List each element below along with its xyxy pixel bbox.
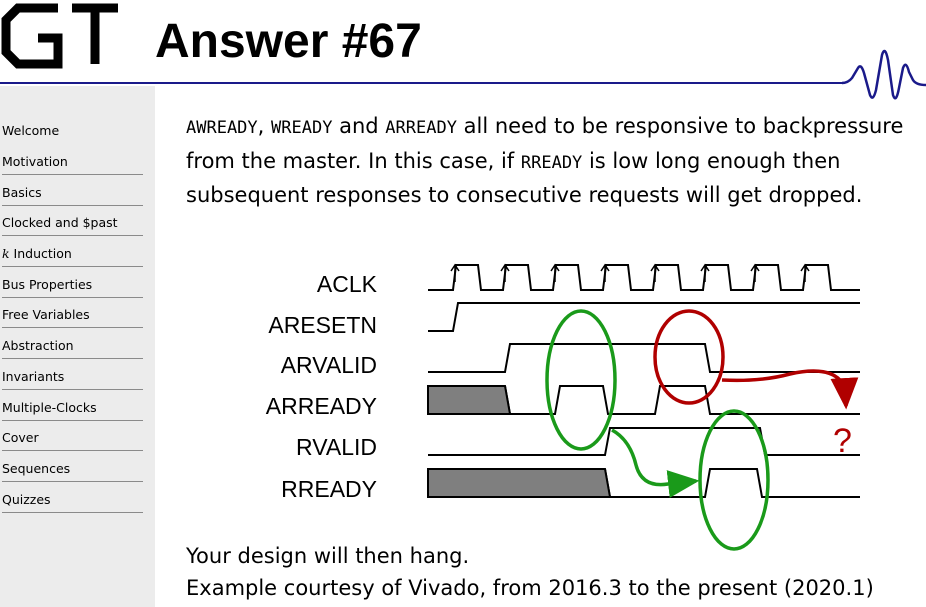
sidebar: Welcome Motivation Basics Clocked and $p…: [0, 86, 155, 607]
sidebar-item-abstraction[interactable]: Abstraction: [2, 329, 143, 359]
body-text: is low long enough then subsequent respo…: [186, 148, 863, 208]
body-text: ,: [257, 114, 272, 138]
sidebar-item-multiple-clocks[interactable]: Multiple-Clocks: [2, 391, 143, 421]
sidebar-item-invariants[interactable]: Invariants: [2, 360, 143, 390]
signal-label-arready: ARREADY: [266, 393, 377, 419]
sidebar-item-sequences[interactable]: Sequences: [2, 452, 143, 482]
rready-unknown-fill: [427, 468, 612, 498]
signal-label-arvalid: ARVALID: [281, 352, 377, 378]
aclk-waveform: [428, 264, 860, 291]
sidebar-item-cover[interactable]: Cover: [2, 421, 143, 451]
sidebar-item-quizzes[interactable]: Quizzes: [2, 483, 143, 513]
signal-label-rready: RREADY: [281, 476, 377, 502]
header-rule: [0, 49, 926, 100]
signal-awready: AWREADY: [186, 118, 258, 138]
rvalid-waveform: [428, 427, 860, 456]
body-text: and: [332, 114, 386, 138]
signal-label-aresetn: ARESETN: [268, 312, 377, 338]
arvalid-waveform: [428, 343, 860, 373]
footer-line-1: Your design will then hang.: [186, 544, 470, 568]
arready-waveform: [504, 385, 860, 415]
sidebar-item-motivation[interactable]: Motivation: [2, 145, 143, 175]
signal-label-aclk: ACLK: [317, 271, 378, 297]
footer-text: Your design will then hang. Example cour…: [186, 540, 874, 604]
rready-waveform: [604, 468, 860, 498]
green-ellipse-response: [698, 409, 770, 551]
signal-rready: RREADY: [520, 152, 583, 173]
footer-line-2: Example courtesy of Vivado, from 2016.3 …: [186, 576, 874, 600]
signal-wready: WREADY: [271, 118, 333, 138]
question-mark: ?: [833, 422, 852, 460]
red-ellipse-dropped: [653, 309, 725, 405]
green-arrow: [611, 428, 700, 498]
green-ellipse-request: [545, 309, 617, 451]
sidebar-item-bus-properties[interactable]: Bus Properties: [2, 268, 143, 298]
wave-icon: [841, 49, 926, 100]
red-arrow: [721, 369, 859, 410]
sidebar-item-basics[interactable]: Basics: [2, 176, 143, 206]
gt-logo: [1, 3, 118, 69]
page-title: Answer #67: [155, 15, 422, 68]
signal-arready: ARREADY: [385, 118, 457, 138]
aresetn-waveform: [428, 302, 860, 332]
answer-paragraph: AWREADY, WREADY and ARREADY all need to …: [186, 110, 926, 212]
sidebar-item-k-induction[interactable]: k Induction: [2, 237, 143, 267]
signal-label-rvalid: RVALID: [296, 434, 377, 460]
sidebar-item-clocked-past[interactable]: Clocked and $past: [2, 206, 143, 236]
body-text: all need to be responsive to backpressur…: [186, 114, 904, 173]
sidebar-item-free-variables[interactable]: Free Variables: [2, 298, 143, 328]
sidebar-item-welcome[interactable]: Welcome: [2, 123, 60, 138]
arready-unknown-fill: [427, 385, 512, 415]
sidebar-item-label: Induction: [9, 246, 72, 261]
